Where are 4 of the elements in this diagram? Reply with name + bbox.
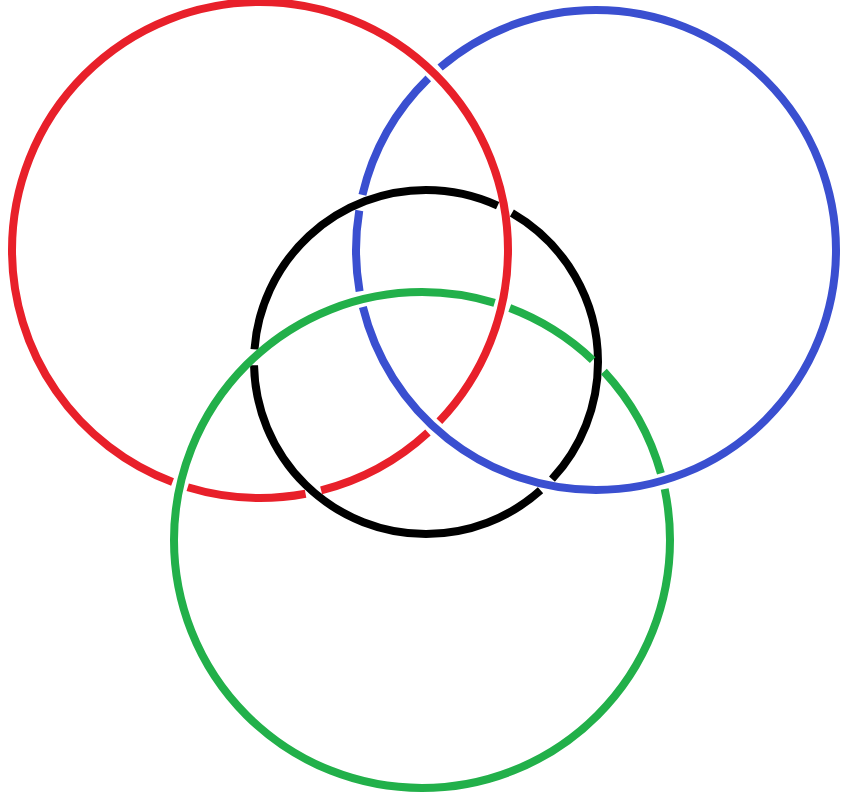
circle-outline — [250, 186, 602, 538]
circle-outline — [352, 6, 840, 494]
circle-outline — [8, 0, 512, 502]
circle-outline — [170, 288, 674, 792]
